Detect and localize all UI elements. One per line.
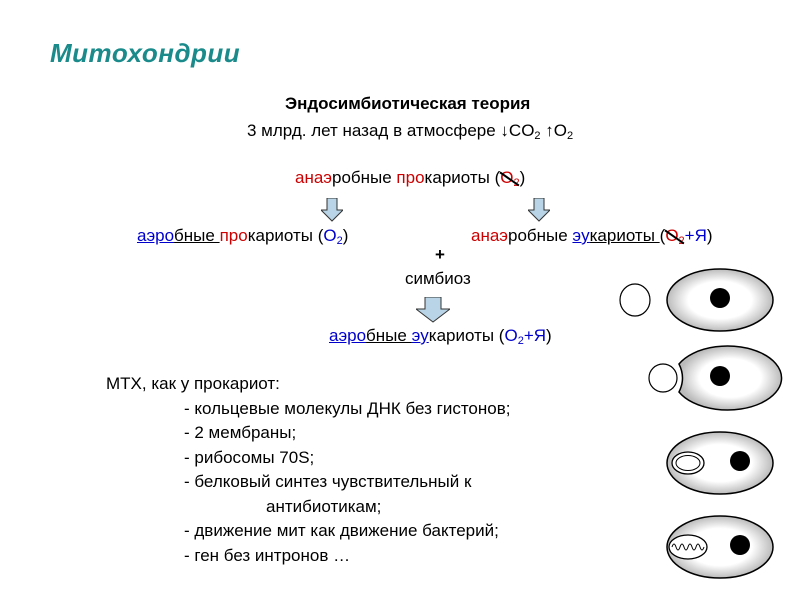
word-rest: робные <box>507 226 573 245</box>
list-item: - движение мит как движение бактерий; <box>184 521 499 540</box>
list-item-continuation: антибиотикам; <box>266 496 382 516</box>
co2-subscript: 2 <box>534 130 541 142</box>
o2-subscript: 2 <box>567 130 574 142</box>
node-anaerobic-eukaryotes: анаэробные эукариоты (O2+Я) <box>471 226 713 247</box>
list-item: - 2 мембраны; <box>184 423 297 442</box>
symbiosis-label: симбиоз <box>405 269 471 288</box>
host-cell <box>666 515 774 579</box>
plus-sign: + <box>435 245 445 264</box>
prefix-aero: аэро <box>137 226 175 245</box>
down-arrow-icon <box>416 297 450 323</box>
stage-engulfing <box>648 345 783 411</box>
oxygen: O <box>323 226 337 245</box>
word-rest: бные <box>174 226 220 245</box>
oxygen-crossed: O2 <box>665 226 685 247</box>
prefix-aero: аэро <box>329 326 367 345</box>
prefix-pro: про <box>396 168 425 187</box>
host-cell-invaginated <box>678 345 783 411</box>
node-anaerobic-prokaryotes: анаэробные прокариоты (O2) <box>295 168 526 189</box>
prefix-pro: про <box>219 226 248 245</box>
mitochondrion-cristae <box>671 543 705 551</box>
prefix-eu: эу <box>572 226 590 245</box>
plus-nucleus: +Я <box>523 326 547 345</box>
mtx-list: МТХ, как у прокариот: - кольцевые молеку… <box>106 372 510 568</box>
nucleus <box>730 451 750 471</box>
nucleus <box>730 535 750 555</box>
down-arrow-icon <box>321 198 343 222</box>
oxygen-crossed: O2 <box>500 168 520 189</box>
node-aerobic-eukaryotes: аэробные эукариоты (O2+Я) <box>329 326 552 347</box>
nucleus <box>710 288 730 308</box>
down-arrow-icon <box>528 198 550 222</box>
theory-heading: Эндосимбиотическая теория <box>285 94 531 113</box>
stage-mitochondrion <box>666 515 774 579</box>
list-item: - кольцевые молекулы ДНК без гистонов; <box>184 398 511 418</box>
plus-nucleus: +Я <box>684 226 707 245</box>
mtx-heading: МТХ, как у прокариот: <box>106 374 280 393</box>
node-aerobic-prokaryotes: аэробные прокариоты (O2) <box>137 226 349 247</box>
atmosphere-o2: ↑O <box>540 121 567 140</box>
host-cell <box>666 431 774 495</box>
endosymbiosis-diagram <box>619 268 783 579</box>
stage-free-bacterium <box>619 268 774 332</box>
theory-atmosphere-line: 3 млрд. лет назад в атмосфере ↓CO2 ↑O2 <box>247 121 574 142</box>
word-rest: робные <box>331 168 397 187</box>
bacterium-cell <box>648 363 678 393</box>
prefix-eu: эу <box>411 326 429 345</box>
word-karioty: кариоты ( <box>428 326 505 345</box>
list-item: - рибосомы 70S; <box>184 447 315 467</box>
list-item: - белковый синтез чувствительный к <box>184 472 472 491</box>
word-karioty: кариоты <box>589 226 660 245</box>
stage-engulfed <box>666 431 774 495</box>
prefix-anae: анаэ <box>295 168 332 187</box>
endosymbiont-inner-membrane <box>675 455 701 471</box>
atmosphere-prefix: 3 млрд. лет назад в атмосфере ↓CO <box>247 121 535 140</box>
word-karioty: кариоты ( <box>424 168 501 187</box>
nucleus <box>710 366 730 386</box>
page-title: Митохондрии <box>50 38 241 68</box>
word-karioty: кариоты ( <box>247 226 324 245</box>
list-item: - ген без интронов … <box>184 545 351 565</box>
bacterium-cell <box>619 283 651 317</box>
prefix-anae: анаэ <box>471 226 508 245</box>
oxygen: O <box>504 326 518 345</box>
word-rest: бные <box>366 326 412 345</box>
